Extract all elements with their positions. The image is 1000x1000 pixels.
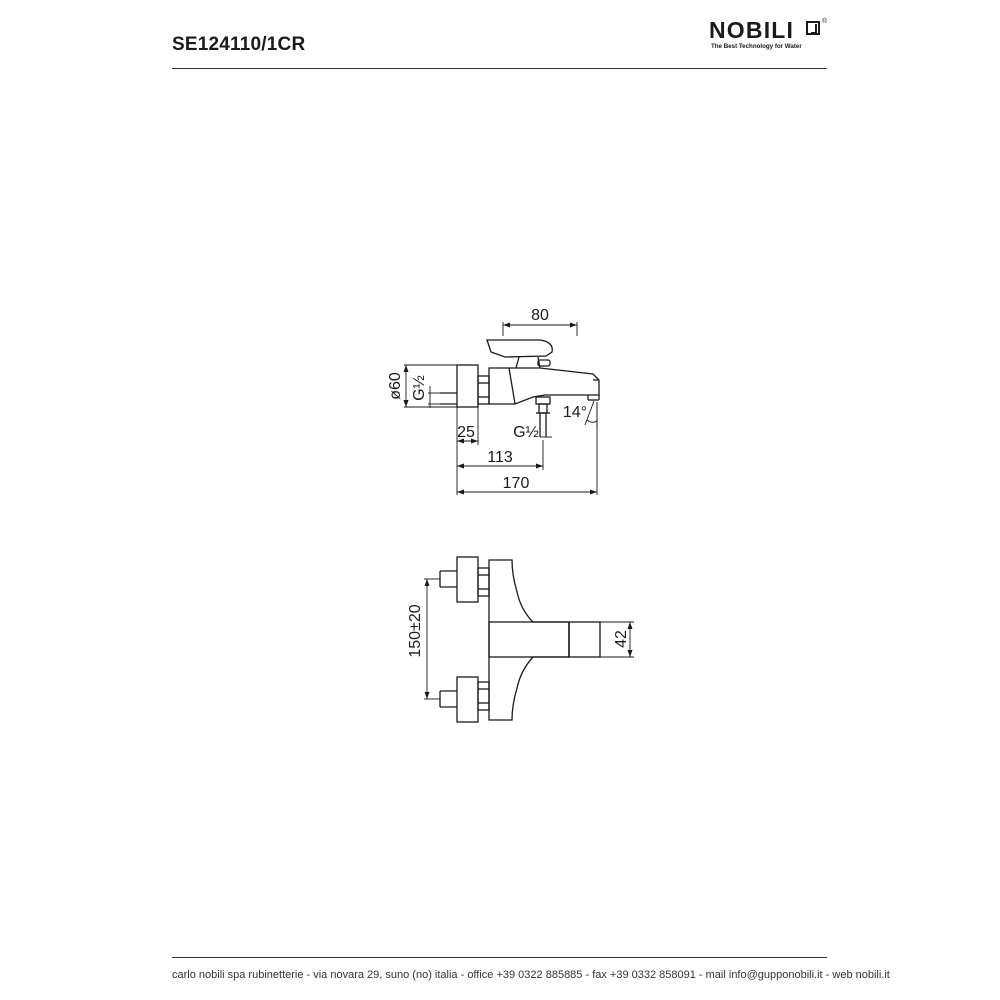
front-view-dimensions xyxy=(424,578,634,700)
wall-flange xyxy=(456,364,479,408)
spout xyxy=(488,621,570,658)
dim-outlet-position: 113 xyxy=(487,449,513,466)
brand-tagline: The Best Technology for Water xyxy=(711,43,802,50)
dim-top-width: 80 xyxy=(531,307,549,324)
dim-inlet-depth: 25 xyxy=(457,424,475,441)
outlet-connector xyxy=(535,396,551,405)
mixer-body xyxy=(488,367,600,405)
registered-mark: ® xyxy=(822,18,828,25)
company-footer: carlo nobili spa rubinetterie - via nova… xyxy=(172,969,890,981)
spout-angle: 14° xyxy=(563,404,587,421)
lever-handle xyxy=(486,339,553,358)
brand-name: NOBILI xyxy=(709,17,795,43)
dim-center-distance: 150±20 xyxy=(407,604,424,657)
brand-logo: NOBILI ® The Best Technology for Water xyxy=(709,17,829,53)
brand-mark-icon xyxy=(806,21,820,35)
inlet-nut xyxy=(477,375,490,405)
dim-outlet-thread: G½ xyxy=(513,424,539,441)
dim-inlet-thread: G½ xyxy=(411,375,428,401)
front-view-arrows xyxy=(424,579,633,699)
side-view xyxy=(440,339,600,437)
mixer-front-body xyxy=(488,559,570,721)
product-code: SE124110/1CR xyxy=(172,34,306,55)
footer-rule xyxy=(172,957,827,958)
header-rule xyxy=(172,68,827,69)
dim-body-height: 42 xyxy=(613,630,630,648)
spout-tip xyxy=(568,621,601,658)
side-view-arrows xyxy=(403,322,597,495)
dim-diameter: ø60 xyxy=(387,372,404,400)
lower-flange xyxy=(456,676,479,723)
front-view xyxy=(439,556,601,723)
dim-overall-length: 170 xyxy=(503,475,530,492)
upper-flange xyxy=(456,556,479,603)
